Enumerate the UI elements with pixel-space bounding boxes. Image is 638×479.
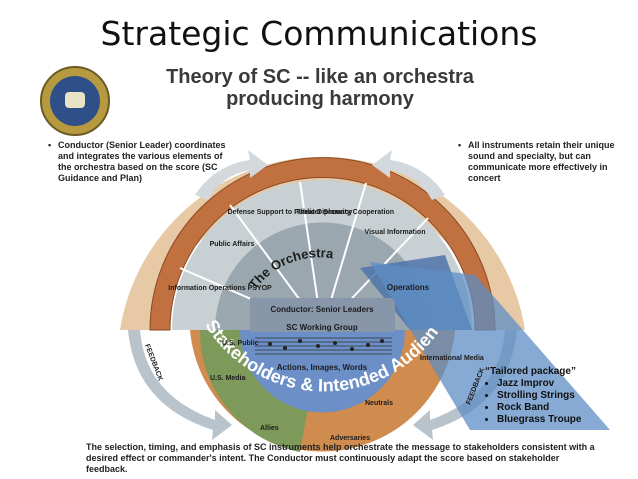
- bullet-dot-icon: •: [48, 140, 52, 150]
- feedback-arrow-left-icon: [128, 330, 232, 440]
- tailored-package-list: Jazz Improv Strolling Strings Rock Band …: [485, 378, 605, 426]
- us-public-label: U.S. Public: [222, 340, 259, 347]
- working-group-label: SC Working Group: [286, 323, 358, 332]
- theater-security-label: Theater Security Cooperation: [296, 209, 394, 216]
- actions-label: Actions, Images, Words: [277, 363, 368, 372]
- list-item: Bluegrass Troupe: [497, 414, 605, 426]
- diagram-title-line1: Theory of SC -- like an orchestra: [166, 66, 474, 88]
- adversaries-label: Adversaries: [330, 435, 370, 442]
- us-media-label: U.S. Media: [210, 375, 246, 382]
- visual-information-label: Visual Information: [365, 229, 426, 236]
- allies-label: Allies: [260, 425, 279, 432]
- stakeholder-inner: [240, 330, 405, 413]
- music-notes-icon: [268, 339, 384, 351]
- list-item: Jazz Improv: [497, 378, 605, 390]
- conductor-label: Conductor: Senior Leaders: [270, 305, 374, 314]
- diagram-title: Theory of SC -- like an orchestra produc…: [150, 66, 490, 110]
- bullet-dot-icon: •: [458, 140, 462, 150]
- list-item: Strolling Strings: [497, 390, 605, 402]
- tailored-package: “Tailored package” Jazz Improv Strolling…: [485, 366, 605, 426]
- right-bullet-text: All instruments retain their unique soun…: [468, 140, 615, 183]
- dod-seal-icon: [40, 66, 110, 136]
- diagram-title-line2: producing harmony: [226, 88, 414, 110]
- left-bullet-text: Conductor (Senior Leader) coordinates an…: [58, 140, 226, 183]
- tailored-package-shape: [370, 262, 610, 430]
- top-left-arrow-icon: [195, 150, 268, 200]
- left-bullet: • Conductor (Senior Leader) coordinates …: [48, 140, 228, 184]
- operations-label: Operations: [387, 283, 430, 292]
- information-operations-label: Information Operations PSYOP: [168, 285, 272, 292]
- footnote: The selection, timing, and emphasis of S…: [86, 442, 595, 474]
- public-affairs-label: Public Affairs: [210, 241, 255, 248]
- conductor-box: [250, 298, 395, 332]
- tailored-package-title: “Tailored package”: [485, 366, 576, 377]
- defense-support-label: Defense Support to Public Diplomacy: [228, 209, 353, 216]
- slide-title: Strategic Communications: [100, 14, 538, 53]
- top-right-arrow-icon: [372, 150, 445, 200]
- right-bullet: • All instruments retain their unique so…: [458, 140, 628, 184]
- international-media-label: International Media: [420, 355, 484, 362]
- list-item: Rock Band: [497, 402, 605, 414]
- neutrals-label: Neutrals: [365, 400, 393, 407]
